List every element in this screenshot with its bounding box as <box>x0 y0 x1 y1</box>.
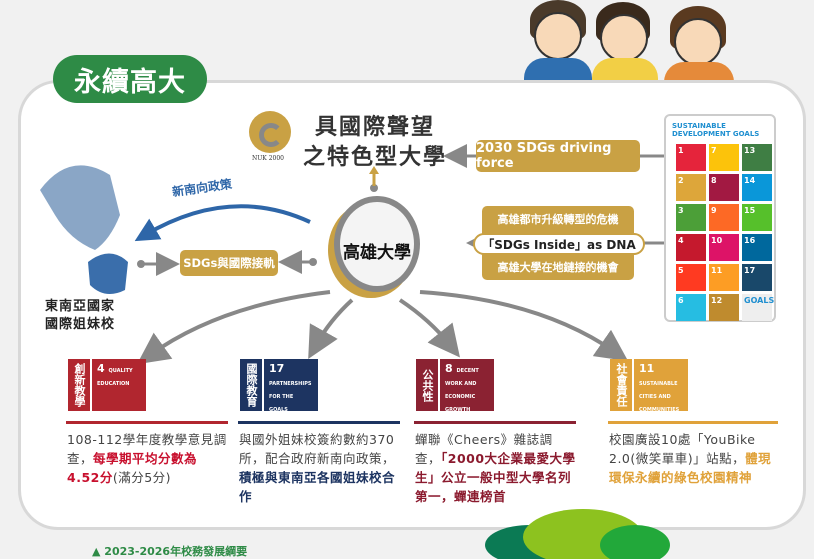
sdg-tile-7: 7 <box>709 144 739 171</box>
desc-highlight: 積極與東南亞各國姐妹校合作 <box>239 470 396 504</box>
sdg-tile-1: 1 <box>676 144 706 171</box>
asia-map-shape <box>40 165 120 250</box>
sdgs-inside-dna-pill: 「SDGs Inside」as DNA <box>473 233 645 255</box>
goal-name: QUALITY EDUCATION <box>97 368 133 387</box>
desc-text: 108-112學年度教學意見調查， <box>67 432 227 466</box>
goal-name: SUSTAINABLE CITIES AND COMMUNITIES <box>639 381 680 413</box>
sdg-goal-badge: 4 QUALITY EDUCATION <box>92 359 146 411</box>
pillar-side-label: 國際教育 <box>240 359 264 411</box>
pillar-description: 校園廣設10處「YouBike 2.0(微笑單車)」站點，體現環保永續的綠色校園… <box>609 430 779 487</box>
sdg-tile-17: 17 <box>742 264 772 291</box>
goal-number: 4 <box>97 362 105 375</box>
nuk-center-circle: 高雄大學 <box>334 196 420 292</box>
desc-highlight: 每學期平均分數為4.52分 <box>67 451 198 485</box>
driving-force-box: 2030 SDGs driving force <box>476 140 640 172</box>
sdg-tile-14: 14 <box>742 174 772 201</box>
sdg-tile-12: 12 <box>709 294 739 321</box>
sdg-goal-badge: 11 SUSTAINABLE CITIES AND COMMUNITIES <box>634 359 688 413</box>
pillar-side-label: 社會責任 <box>610 359 634 411</box>
pillar-description: 蟬聯《Cheers》雜誌調查，「2000大企業最愛大學生」公立一般中型大學名列第… <box>415 430 577 506</box>
pillar-divider <box>414 421 576 424</box>
top-goal-line1: 具國際聲望 <box>314 115 435 140</box>
australia-map-shape <box>88 253 128 294</box>
pillar-description: 與國外姐妹校簽約數約370所，配合政府新南向政策， 積極與東南亞各國姐妹校合作 <box>239 430 401 506</box>
pillar-side-label: 公共性 <box>416 359 440 411</box>
sdg-tile-8: 8 <box>709 174 739 201</box>
desc-highlight: 「2000大企業最愛大學生」公立一般中型大學名列第一，蟬連榜首 <box>415 451 576 504</box>
nuk-logo-icon <box>249 111 291 153</box>
center-label: 高雄大學 <box>343 243 411 263</box>
sdg-tile-11: 11 <box>709 264 739 291</box>
sdg-tile-2: 2 <box>676 174 706 201</box>
sdg-tile-16: 16 <box>742 234 772 261</box>
goal-name: PARTNERSHIPS FOR THE GOALS <box>269 381 312 413</box>
sdg-tile-13: 13 <box>742 144 772 171</box>
sdg-tile-6: 6 <box>676 294 706 321</box>
footer-caption: ▲ 2023-2026年校務發展綱要 <box>92 545 248 558</box>
sdg-panel-title: SUSTAINABLE DEVELOPMENT GOALS <box>672 122 760 138</box>
pillar-divider <box>608 421 778 424</box>
sdgs-international-box: SDGs與國際接軌 <box>180 250 278 276</box>
region-line2: 國際姐妹校 <box>45 317 116 332</box>
sdg-tile-GOALS: GOALS <box>742 294 774 321</box>
top-goal: 具國際聲望 之特色型大學 <box>300 113 450 173</box>
pillar-divider <box>238 421 400 424</box>
sdg-goal-badge: 17 PARTNERSHIPS FOR THE GOALS <box>264 359 318 413</box>
region-line1: 東南亞國家 <box>45 299 116 314</box>
desc-text: 與國外姐妹校簽約數約370所，配合政府新南向政策， <box>239 432 396 466</box>
sdg-goal-badge: 8 DECENT WORK AND ECONOMIC GROWTH <box>440 359 494 413</box>
desc-highlight: 體現環保永續的綠色校園精神 <box>609 451 772 485</box>
sdg-tile-3: 3 <box>676 204 706 231</box>
sdg-tile-4: 4 <box>676 234 706 261</box>
sdg-tile-9: 9 <box>709 204 739 231</box>
southeast-asia-label: 東南亞國家 國際姐妹校 <box>45 298 115 334</box>
desc-text: 校園廣設10處「YouBike 2.0(微笑單車)」站點， <box>609 432 756 466</box>
goal-name: DECENT WORK AND ECONOMIC GROWTH <box>445 368 479 413</box>
sdg-tile-10: 10 <box>709 234 739 261</box>
goal-number: 17 <box>269 362 285 375</box>
pillar-description: 108-112學年度教學意見調查，每學期平均分數為4.52分(滿分5分) <box>67 430 229 487</box>
sdg-tile-5: 5 <box>676 264 706 291</box>
crisis-text: 高雄都市升級轉型的危機 <box>497 213 619 226</box>
desc-text: 蟬聯《Cheers》雜誌調查， <box>415 432 553 466</box>
sdg-tile-15: 15 <box>742 204 772 231</box>
top-goal-line2: 之特色型大學 <box>302 145 447 170</box>
pillar-side-label: 創新教學 <box>68 359 92 411</box>
logo-text: NUK 2000 <box>252 155 284 162</box>
pillar-divider <box>66 421 228 424</box>
goal-number: 11 <box>639 362 655 375</box>
goal-number: 8 <box>445 362 453 375</box>
section-title-tab: 永續高大 <box>53 55 207 103</box>
opportunity-text: 高雄大學在地鏈接的機會 <box>497 261 619 274</box>
desc-text-end: (滿分5分) <box>112 470 172 485</box>
